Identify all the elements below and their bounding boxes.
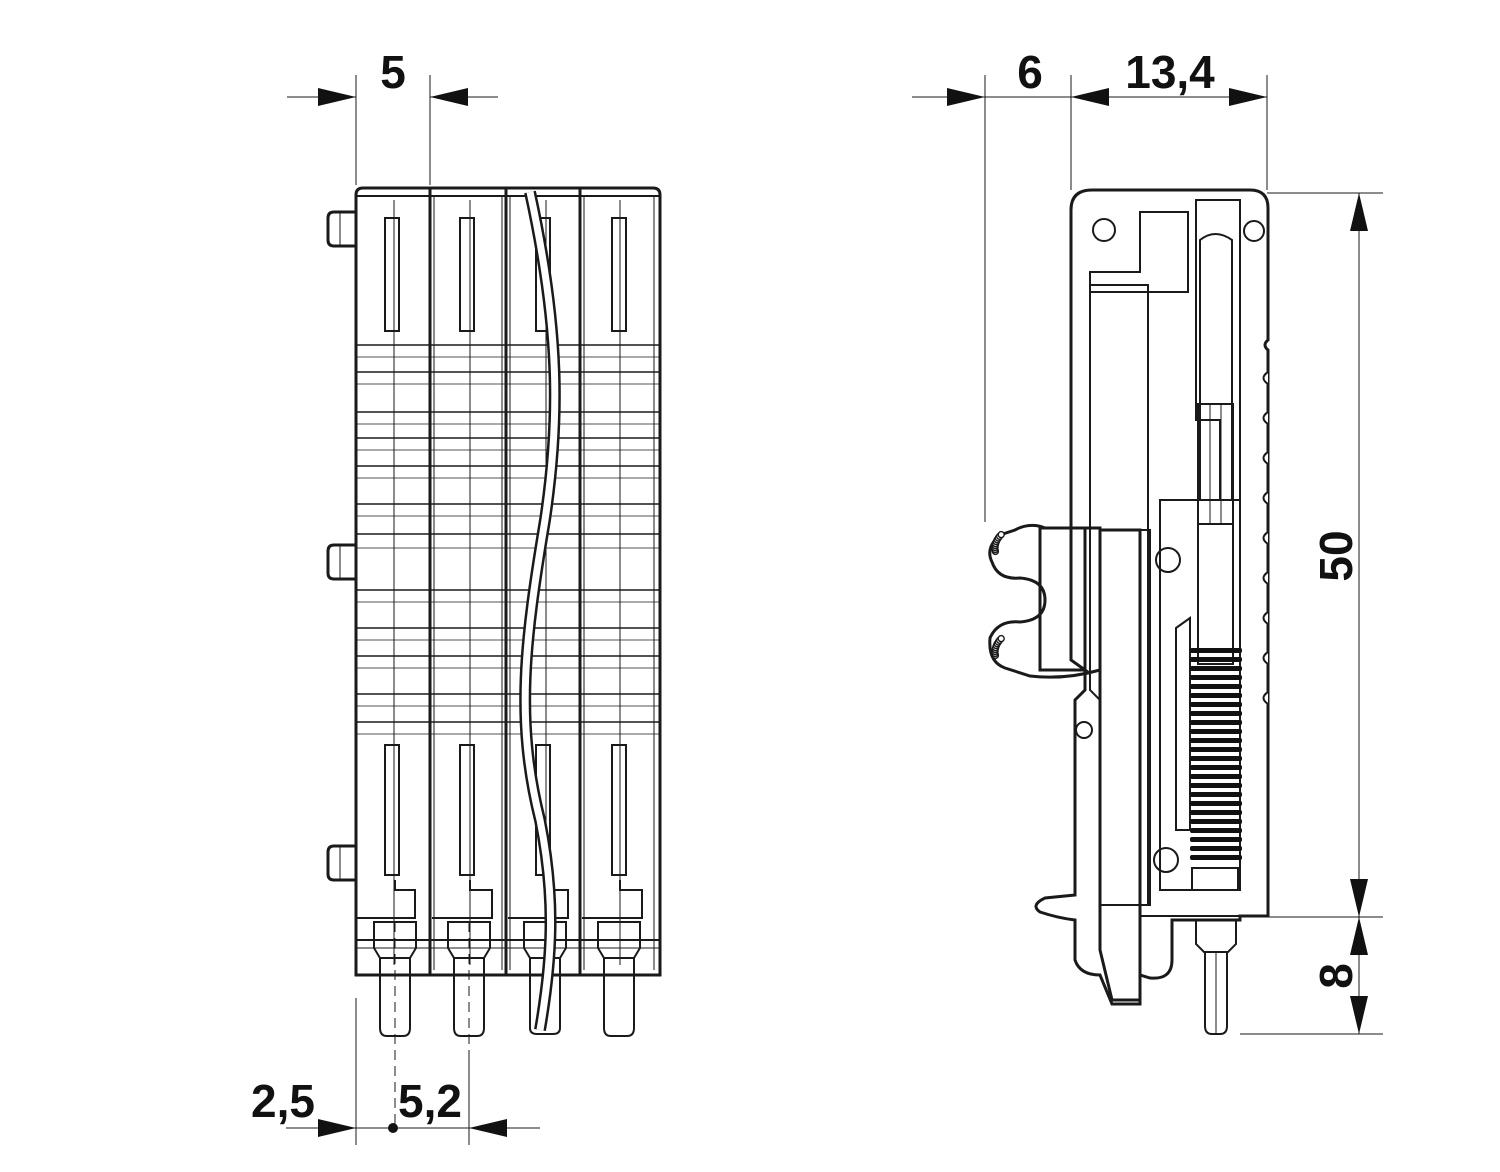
dim-label-13-4: 13,4 bbox=[1125, 46, 1215, 98]
serration-notch bbox=[1262, 531, 1269, 545]
spring-coil bbox=[1190, 747, 1242, 752]
front-view: 5 bbox=[251, 46, 662, 1145]
dim-label-5-2: 5,2 bbox=[398, 1075, 462, 1127]
spring-coil bbox=[1190, 855, 1242, 860]
spring-coil bbox=[1190, 675, 1242, 680]
side-section-view: 6 13,4 50 8 bbox=[912, 46, 1383, 1035]
spring-coil bbox=[1190, 684, 1242, 689]
side-plunger bbox=[1191, 403, 1239, 891]
dim-side-right: 50 8 bbox=[1240, 192, 1383, 1035]
side-pin bbox=[1195, 919, 1237, 1035]
dim-side-top: 6 13,4 bbox=[912, 46, 1268, 522]
pin-1 bbox=[373, 921, 417, 1125]
side-serrations bbox=[1262, 371, 1269, 705]
spring-coil bbox=[1190, 756, 1242, 761]
spring-coil bbox=[1190, 846, 1242, 851]
dim-front-bottom: 2,5 5,2 bbox=[251, 998, 540, 1145]
spring-coil bbox=[1190, 657, 1242, 662]
serration-notch bbox=[1262, 691, 1269, 705]
serration-notch bbox=[1262, 571, 1269, 585]
spring-coil bbox=[1190, 792, 1242, 797]
front-side-latches bbox=[326, 210, 356, 882]
clip-tooth bbox=[997, 530, 1005, 539]
spring-coil bbox=[1190, 729, 1242, 734]
serration-notch bbox=[1262, 411, 1269, 425]
front-bottom-steps bbox=[356, 880, 660, 949]
dim-label-8: 8 bbox=[1310, 963, 1362, 989]
side-cable-clip bbox=[988, 523, 1102, 679]
spring-coil bbox=[1190, 711, 1242, 716]
side-latch-plate bbox=[1098, 528, 1151, 1002]
front-upper-windows bbox=[384, 217, 627, 332]
spring-coil bbox=[1190, 783, 1242, 788]
dim-front-pitch: 5 bbox=[287, 46, 498, 185]
pin-2 bbox=[447, 921, 491, 1090]
spring-coil bbox=[1190, 828, 1242, 833]
dim-label-50: 50 bbox=[1310, 530, 1362, 581]
spring-coil bbox=[1190, 765, 1242, 770]
front-wire bbox=[519, 190, 561, 1032]
spring-coil bbox=[1190, 837, 1242, 842]
spring-coil bbox=[1190, 801, 1242, 806]
serration-notch bbox=[1262, 611, 1269, 625]
dim-label-2-5: 2,5 bbox=[251, 1075, 315, 1127]
serration-notch bbox=[1262, 491, 1269, 505]
spring-coil bbox=[1190, 738, 1242, 743]
spring-coil bbox=[1190, 648, 1242, 653]
front-pins bbox=[373, 921, 641, 1125]
clip-tooth bbox=[997, 634, 1005, 643]
side-holes bbox=[1075, 218, 1265, 873]
spring-coil bbox=[1190, 702, 1242, 707]
spring-coil bbox=[1190, 666, 1242, 671]
spring-coil bbox=[1190, 693, 1242, 698]
spring-coil bbox=[1190, 774, 1242, 779]
serration-notch bbox=[1262, 371, 1269, 385]
serration-notch bbox=[1262, 451, 1269, 465]
spring-coil bbox=[1190, 810, 1242, 815]
front-ribs bbox=[356, 344, 660, 735]
pin-3 bbox=[523, 921, 567, 1035]
dim-label-5: 5 bbox=[380, 46, 406, 98]
pin-4 bbox=[597, 921, 641, 1037]
spring-coil bbox=[1190, 720, 1242, 725]
front-housing bbox=[354, 186, 662, 977]
dim-label-6: 6 bbox=[1017, 46, 1043, 98]
spring-coil bbox=[1190, 819, 1242, 824]
serration-notch bbox=[1262, 651, 1269, 665]
side-spring bbox=[1190, 648, 1242, 860]
